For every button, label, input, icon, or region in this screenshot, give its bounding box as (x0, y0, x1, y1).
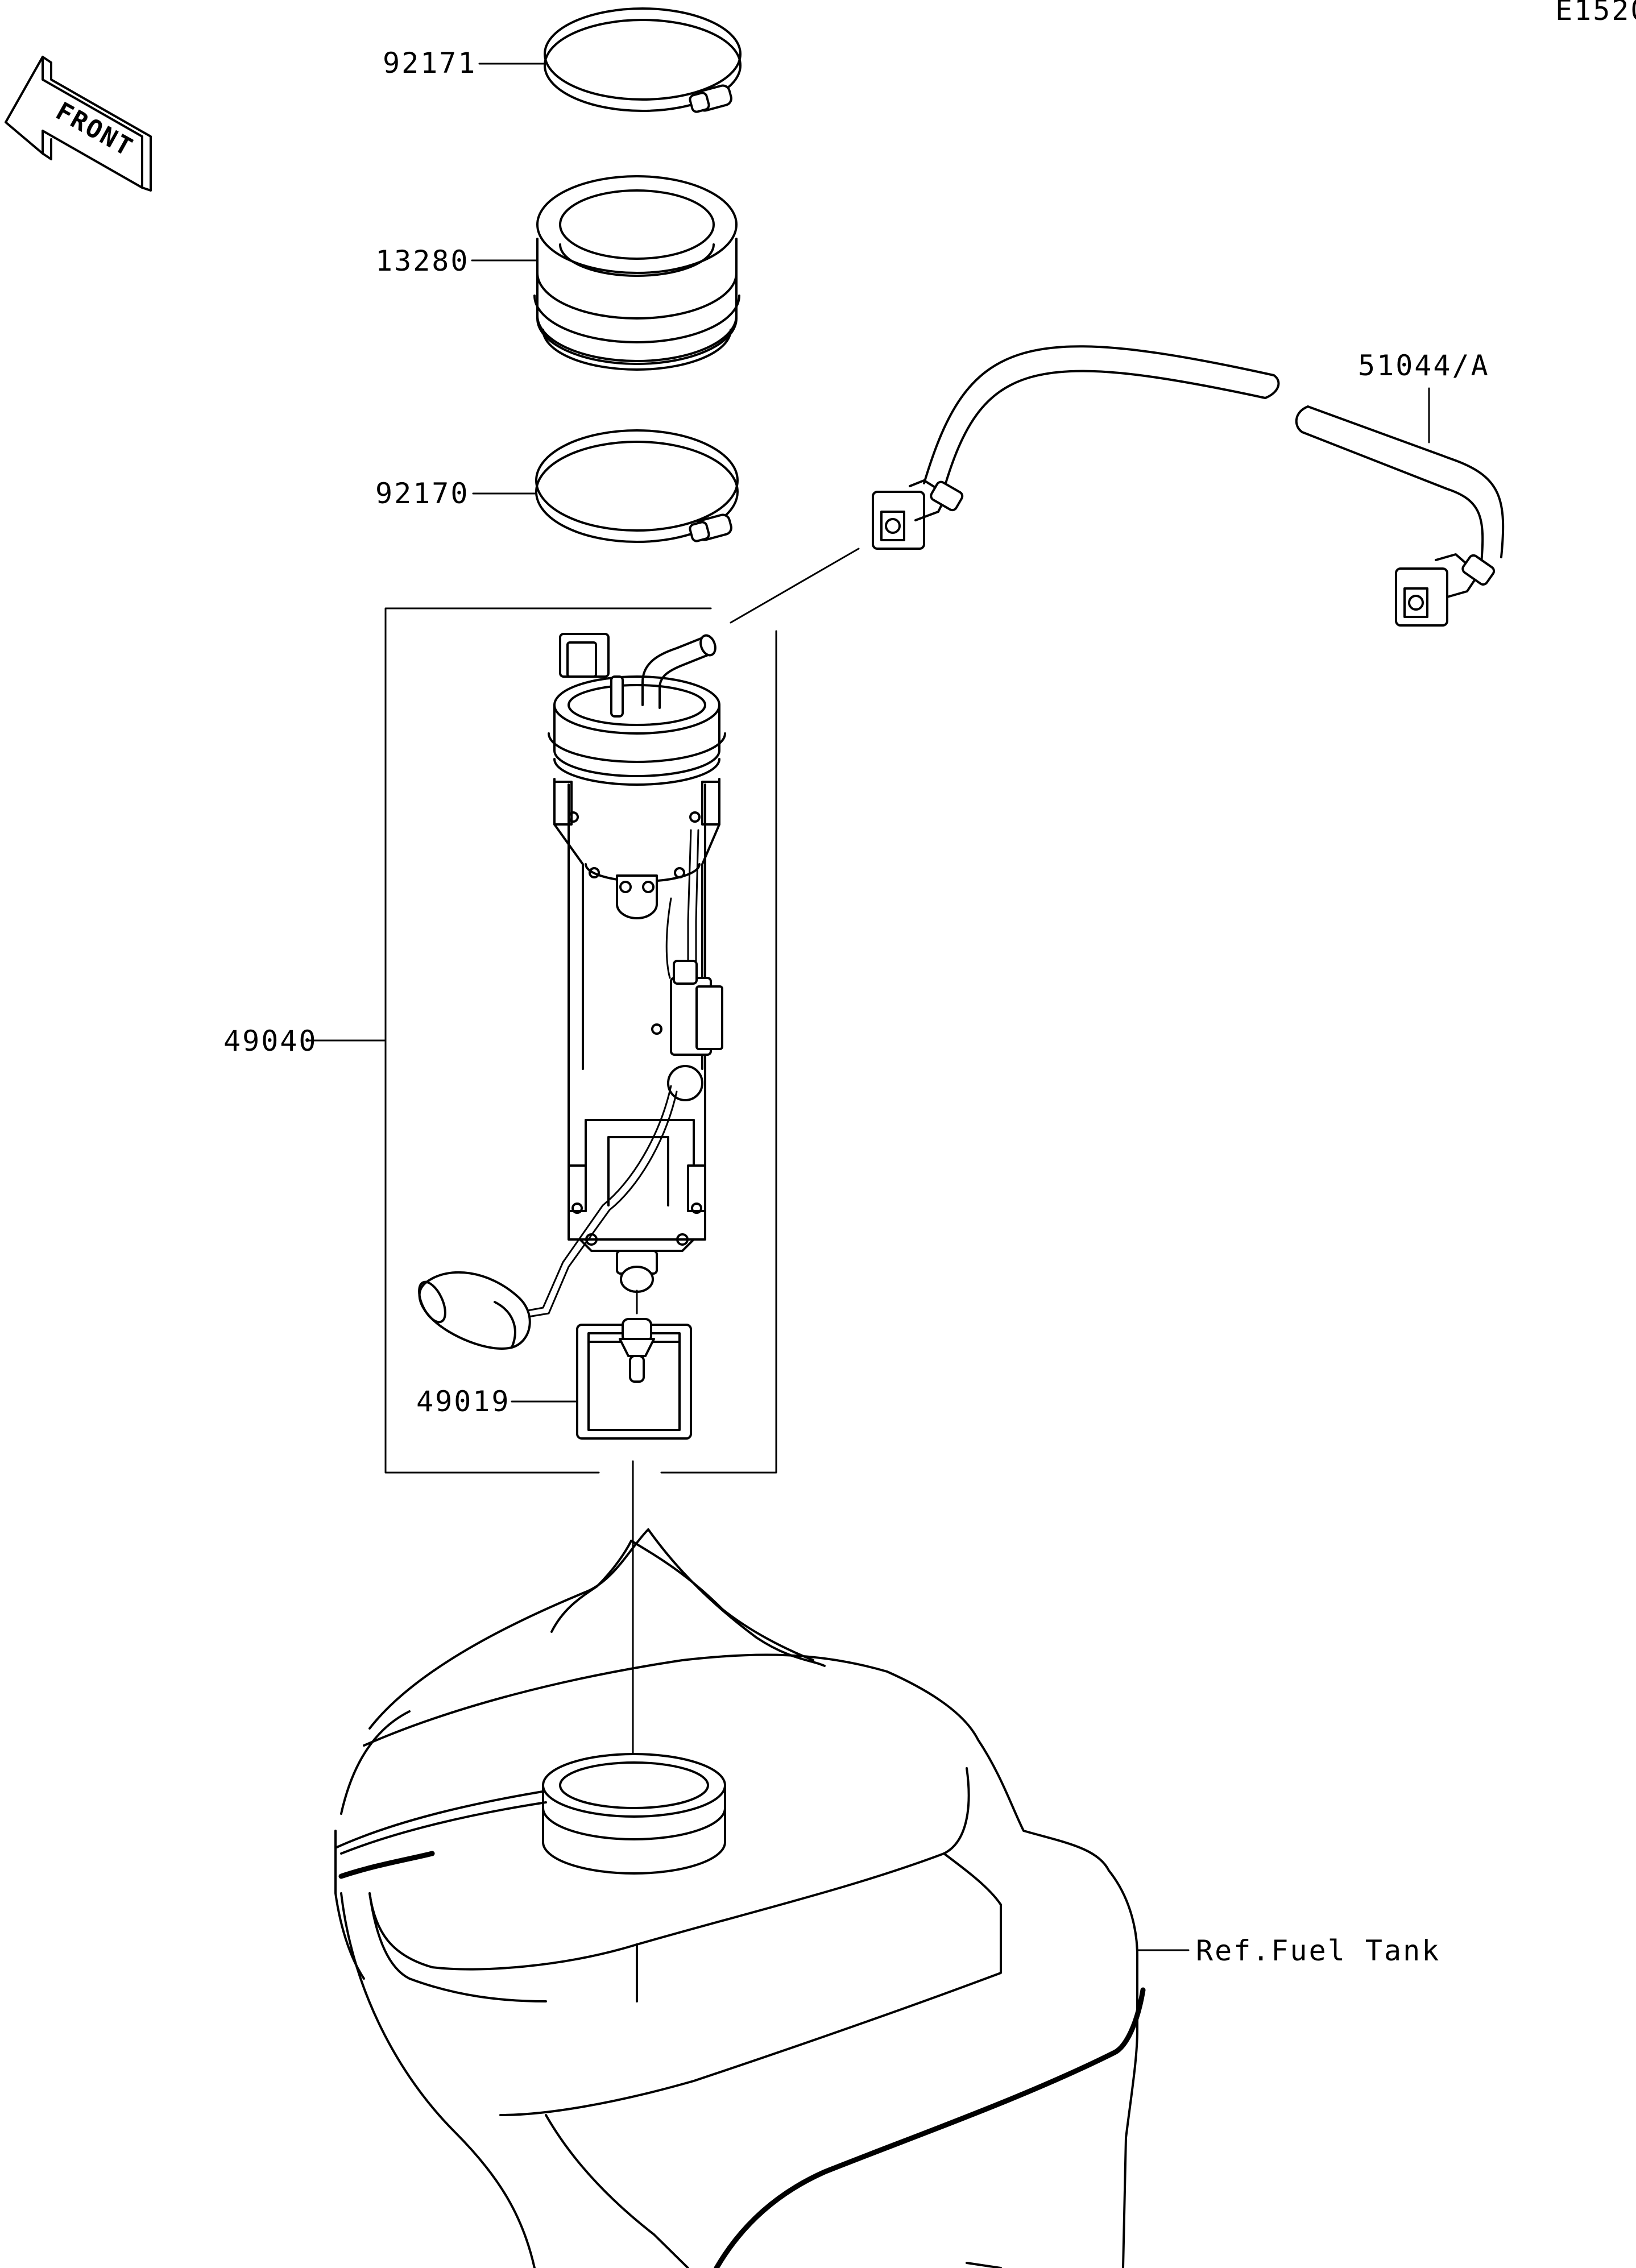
label-49040: 49040 (223, 1025, 318, 1058)
diagram-code: E1520 (1555, 0, 1636, 27)
filter-49019-drawing (576, 1318, 692, 1440)
label-ref-fuel-tank: Ref.Fuel Tank (1196, 1934, 1440, 1967)
label-13280: 13280 (375, 244, 470, 277)
assembly-bracket-right (660, 630, 777, 1474)
fuel-tank-drawing (334, 1528, 1146, 2268)
gasket-13280-drawing (533, 175, 740, 371)
front-direction-arrow-icon: FRONT (5, 56, 152, 192)
clamp-92171-drawing (544, 7, 742, 113)
label-92170: 92170 (375, 477, 470, 510)
fuel-hose-51044a-drawing (872, 345, 1505, 627)
fuel-pump-drawing (418, 633, 726, 1350)
label-51044a: 51044/A (1358, 349, 1490, 382)
clamp-92170-drawing (535, 429, 739, 543)
leader-hose-to-pump (730, 548, 860, 624)
label-92171: 92171 (383, 47, 477, 80)
label-49019: 49019 (416, 1385, 511, 1418)
